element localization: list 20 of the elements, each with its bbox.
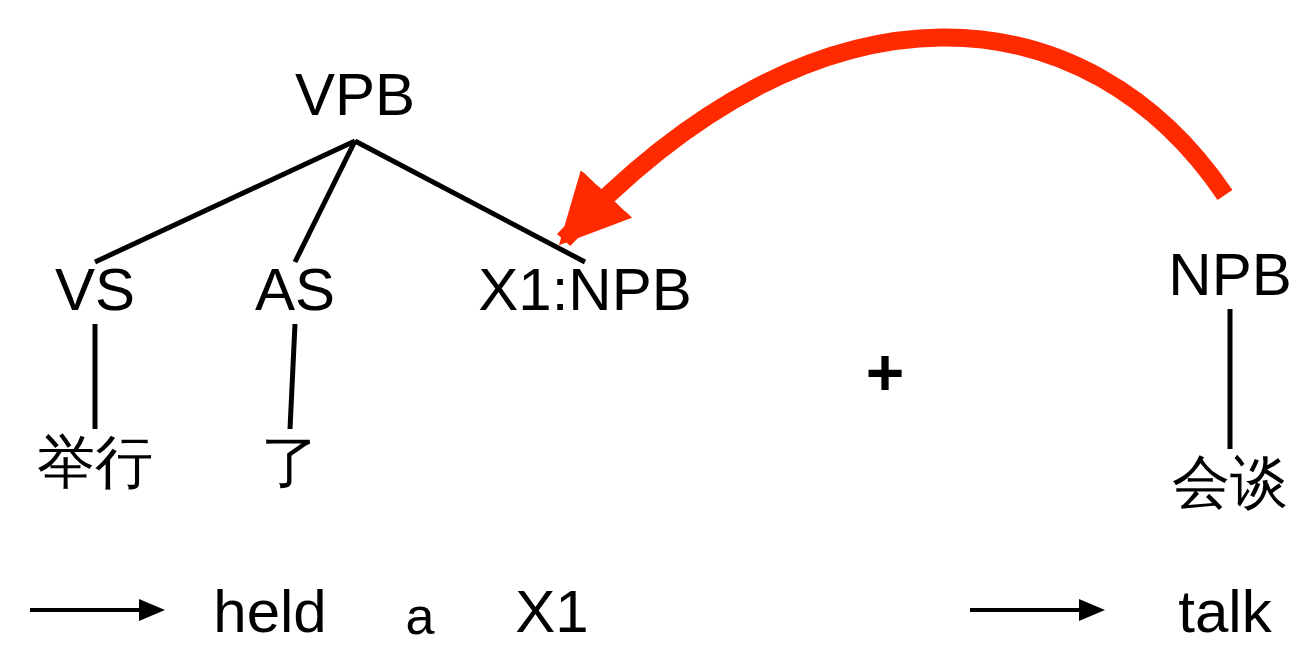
output-word: X1 — [515, 582, 589, 642]
tree-label: X1:NPB — [478, 260, 692, 320]
tree-label: 会谈 — [1172, 453, 1288, 511]
curved-arrow — [557, 28, 1233, 247]
output-word: a — [405, 590, 435, 642]
tree-branch — [353, 138, 587, 265]
tree-branch — [292, 139, 358, 264]
tree-branch — [93, 138, 357, 265]
tree-label: VS — [55, 260, 135, 320]
tree-label: NPB — [1168, 245, 1292, 305]
tree-branch — [1227, 309, 1233, 449]
tree-branch — [92, 324, 98, 429]
plus-sign: + — [865, 339, 905, 405]
output-word: held — [213, 582, 327, 642]
tree-label: AS — [255, 260, 335, 320]
tree-label: 了 — [261, 433, 319, 491]
tree-branch — [287, 323, 298, 430]
tree-label: 举行 — [37, 433, 153, 491]
tree-label: VPB — [294, 65, 416, 125]
output-word: talk — [1178, 582, 1272, 642]
